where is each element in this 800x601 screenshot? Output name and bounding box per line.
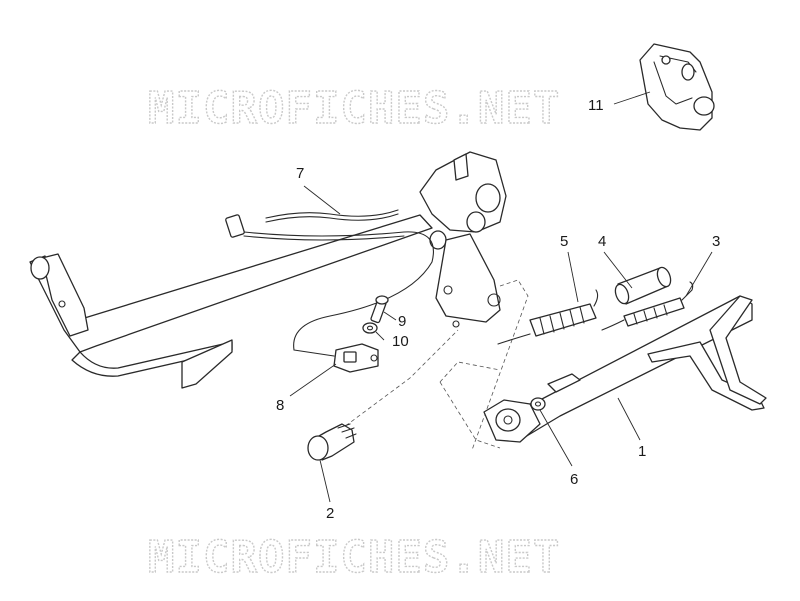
watermark-top: MICROFICHES.NET [148, 83, 560, 134]
part-11-bracket [639, 43, 715, 131]
watermark-bottom: MICROFICHES.NET [148, 532, 560, 583]
part-1-side-stand [483, 295, 767, 443]
callout-5: 5 [560, 233, 568, 250]
part-2-bolt [307, 423, 357, 461]
part-5-spring [497, 289, 599, 345]
leader-lines [289, 91, 713, 503]
callout-3: 3 [712, 233, 720, 250]
main-frame [29, 151, 507, 389]
callout-7: 7 [296, 165, 304, 182]
part-4-sleeve [614, 266, 672, 305]
part-7-cable [225, 209, 434, 357]
callout-9: 9 [398, 313, 406, 330]
assembly-outline [339, 279, 529, 451]
callout-10: 10 [392, 333, 409, 350]
callout-2: 2 [326, 505, 334, 522]
part-9-screw [370, 295, 389, 324]
callout-4: 4 [598, 233, 606, 250]
callout-8: 8 [276, 397, 284, 414]
callout-6: 6 [570, 471, 578, 488]
part-6-collar [530, 397, 546, 411]
part-8-switch [333, 343, 379, 373]
callout-11: 11 [588, 97, 604, 114]
part-10-washer [362, 322, 378, 334]
callout-1: 1 [638, 443, 646, 460]
